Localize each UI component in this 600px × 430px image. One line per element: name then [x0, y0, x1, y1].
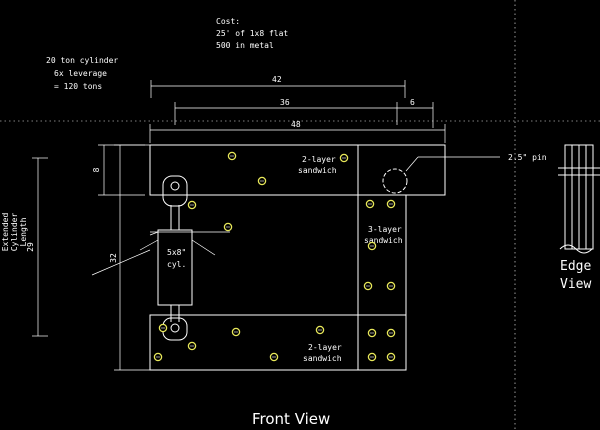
svg-text:42: 42 [272, 75, 282, 84]
dimension-8: 8 [92, 144, 145, 196]
bolts [153, 151, 396, 362]
edge-view: Edge View [558, 144, 600, 292]
bottom-sandwich-label: 2-layer sandwich [303, 343, 342, 363]
cylinder-note: 20 ton cylinder 6x leverage = 120 tons [46, 56, 118, 91]
svg-text:Extended: Extended [1, 213, 10, 252]
bottom-plate [149, 314, 407, 371]
svg-text:5x8": 5x8" [167, 248, 186, 257]
right-sandwich-label: 3-layer sandwich [364, 225, 403, 245]
svg-text:sandwich: sandwich [298, 166, 337, 175]
svg-text:Edge: Edge [560, 259, 591, 274]
dimension-36: 36 6 [174, 98, 434, 128]
svg-text:36: 36 [280, 98, 290, 107]
svg-text:3-layer: 3-layer [368, 225, 402, 234]
svg-text:20 ton cylinder: 20 ton cylinder [46, 56, 118, 65]
svg-text:View: View [560, 277, 591, 292]
svg-text:2-layer: 2-layer [302, 155, 336, 164]
svg-text:cyl.: cyl. [167, 260, 186, 269]
svg-text:Length: Length [19, 217, 28, 246]
svg-text:6: 6 [410, 98, 415, 107]
extended-length-label: Extended Cylinder Length [1, 213, 28, 252]
right-column [357, 194, 407, 316]
front-view-label: Front View [252, 410, 330, 428]
dimension-48: 48 [149, 120, 446, 143]
pin: 2.5" pin [382, 153, 547, 194]
svg-text:32: 32 [109, 253, 118, 263]
svg-text:8: 8 [92, 167, 101, 172]
top-plate [149, 144, 446, 196]
svg-text:sandwich: sandwich [364, 236, 403, 245]
svg-text:25' of 1x8 flat: 25' of 1x8 flat [216, 29, 288, 38]
dimension-32: 32 [109, 144, 150, 371]
svg-text:29: 29 [26, 242, 35, 252]
dimension-42: 42 [150, 75, 406, 98]
svg-text:sandwich: sandwich [303, 354, 342, 363]
svg-text:500 in metal: 500 in metal [216, 41, 274, 50]
svg-text:2-layer: 2-layer [308, 343, 342, 352]
frame [149, 144, 446, 371]
top-sandwich-label: 2-layer sandwich [298, 155, 337, 175]
cost-note: Cost: 25' of 1x8 flat 500 in metal [216, 17, 288, 50]
svg-text:= 120 tons: = 120 tons [54, 82, 102, 91]
svg-text:48: 48 [291, 120, 301, 129]
svg-text:2.5" pin: 2.5" pin [508, 153, 547, 162]
svg-text:Cost:: Cost: [216, 17, 240, 26]
dimension-29: 29 [26, 157, 48, 337]
svg-text:6x leverage: 6x leverage [54, 69, 107, 78]
svg-text:Cylinder: Cylinder [10, 213, 19, 252]
hydraulic-cylinder: 5x8" cyl. [91, 175, 230, 341]
